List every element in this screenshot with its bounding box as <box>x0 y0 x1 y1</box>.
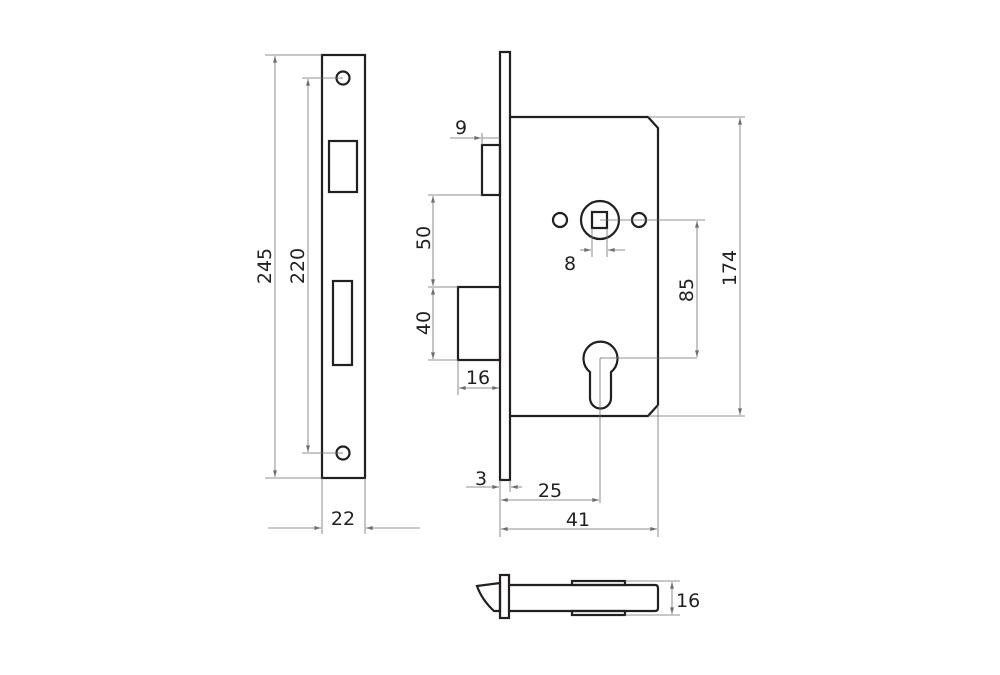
svg-text:25: 25 <box>538 480 562 502</box>
dim-case-height: 174 <box>648 116 745 417</box>
svg-text:22: 22 <box>331 508 355 530</box>
lock-case <box>510 115 660 418</box>
dim-centre-distance: 85 <box>600 219 705 359</box>
dim-faceplate-height: 245 <box>254 54 322 479</box>
bolt-plan-view: 16 <box>475 573 700 620</box>
latch-bolt <box>480 143 502 197</box>
faceplate-view: 245 220 22 <box>254 53 420 534</box>
faceplate <box>320 53 367 480</box>
dead-bolt <box>456 285 502 362</box>
dim-forend-thickness: 3 <box>466 468 522 537</box>
dim-bolt-throw: 16 <box>457 360 499 395</box>
latch-tip <box>475 581 502 613</box>
svg-text:174: 174 <box>719 250 741 286</box>
forend-section <box>498 573 511 620</box>
dim-screw-spacing: 220 <box>287 77 343 454</box>
bolt-guide-top <box>570 579 627 587</box>
dim-bolt-height: 40 <box>413 288 458 361</box>
svg-text:220: 220 <box>287 248 309 284</box>
cylinder-cutout <box>582 340 619 410</box>
svg-text:16: 16 <box>676 590 700 612</box>
svg-text:50: 50 <box>413 226 435 250</box>
latch-slot <box>327 139 359 194</box>
forend <box>498 50 512 482</box>
svg-text:8: 8 <box>564 253 576 275</box>
svg-text:9: 9 <box>455 117 467 139</box>
svg-text:40: 40 <box>413 311 435 335</box>
bolt-guide-bottom <box>570 609 627 617</box>
dim-latch-offset: 9 <box>450 117 500 145</box>
fixing-hole-left <box>551 211 569 229</box>
bolt-slot <box>331 279 354 367</box>
svg-text:16: 16 <box>466 367 490 389</box>
dim-bolt-thickness: 16 <box>625 580 700 616</box>
dim-spindle-square: 8 <box>564 228 625 275</box>
dim-case-depth: 41 <box>501 405 659 537</box>
svg-text:3: 3 <box>475 468 487 490</box>
dim-faceplate-width: 22 <box>268 478 420 534</box>
svg-text:41: 41 <box>566 509 590 531</box>
svg-text:85: 85 <box>676 278 698 302</box>
dim-backset: 25 <box>501 358 601 503</box>
lock-body-view: 9 50 40 16 8 <box>413 50 745 537</box>
dim-latch-to-bolt: 50 <box>413 194 482 288</box>
bolt-body <box>509 583 660 613</box>
svg-text:245: 245 <box>254 248 276 284</box>
